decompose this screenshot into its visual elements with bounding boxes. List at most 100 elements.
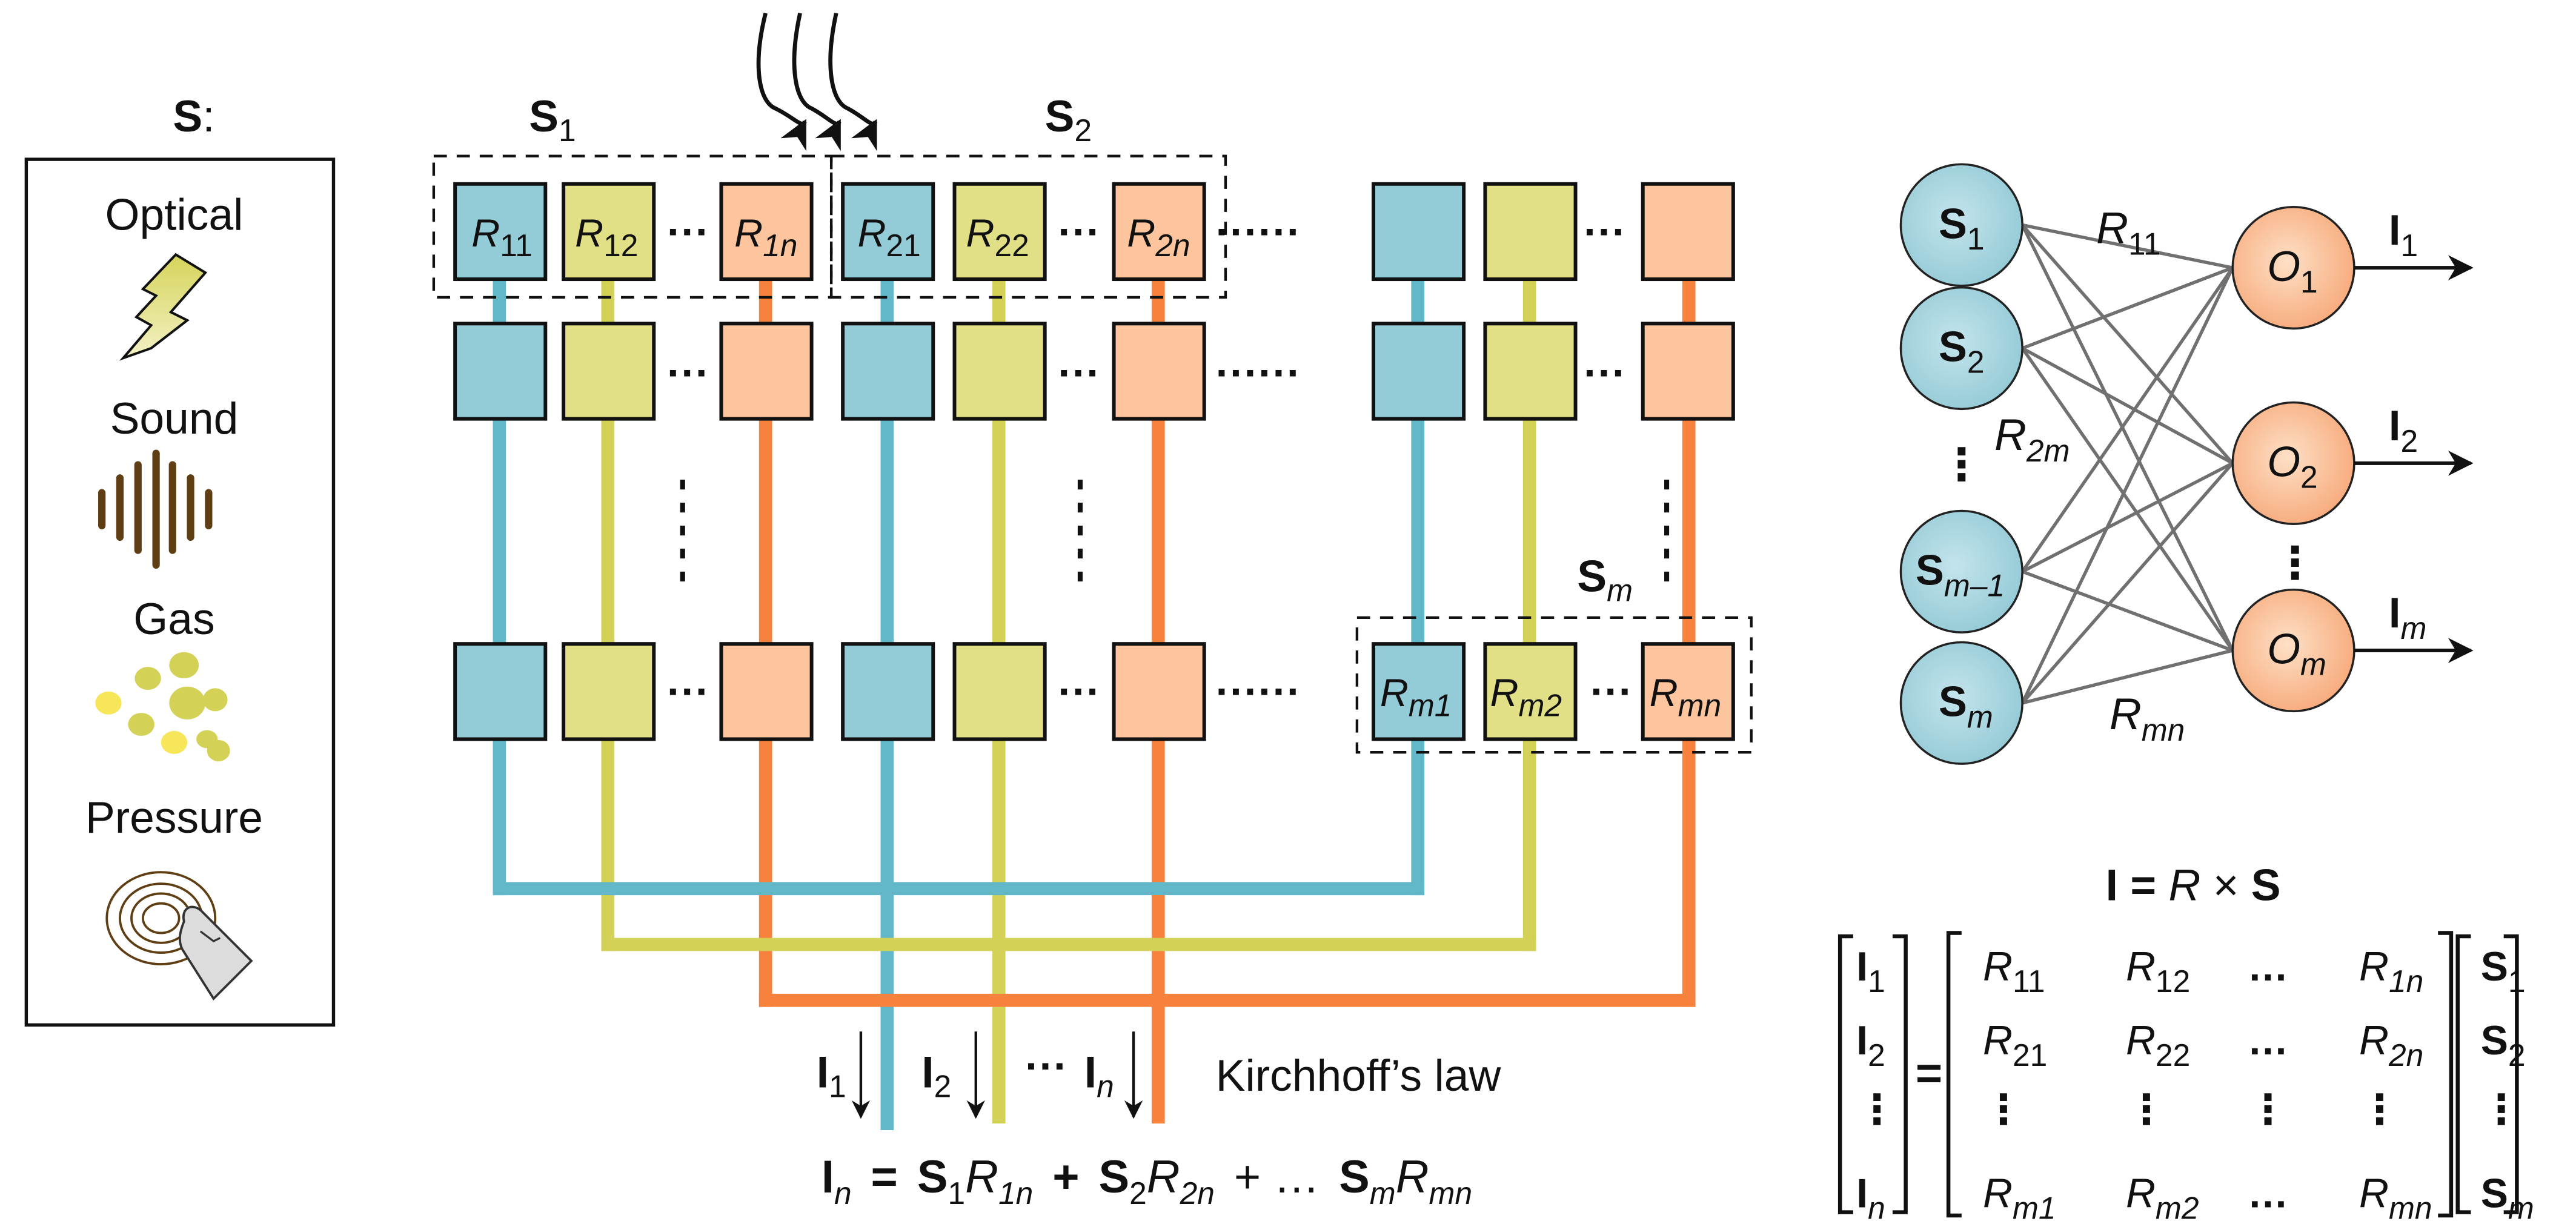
memristor-cell xyxy=(1112,182,1206,282)
input-node: S1 xyxy=(1899,163,2023,287)
cell-label-r1n: R1n xyxy=(734,211,797,263)
stimulus-label-sound: Sound xyxy=(110,394,239,443)
matrix-bracket xyxy=(2455,934,2471,1214)
input-node-label: S2 xyxy=(1939,323,1985,380)
matrix-entry: R2n xyxy=(2359,1018,2423,1073)
weight-connection xyxy=(2021,223,2234,465)
matrix-bracket xyxy=(1946,931,1962,1218)
matrix-entry: ⋮ xyxy=(1983,1087,2024,1133)
cell-label-rm2: Rm2 xyxy=(1490,670,1562,723)
ellipsis: ··· xyxy=(1058,208,1100,256)
memristor-cell xyxy=(1483,182,1578,282)
matrix-bracket xyxy=(1837,934,1853,1214)
cell-label-rm1: Rm1 xyxy=(1380,670,1452,723)
weight-label-rmn: Rmn xyxy=(2110,689,2185,747)
matrix-entry: S2 xyxy=(2481,1018,2526,1073)
matrix-bracket xyxy=(1892,934,1908,1214)
memristor-cell xyxy=(841,642,935,741)
memristor-cell xyxy=(1372,322,1466,421)
weight-connection xyxy=(2020,224,2234,652)
input-node-circle xyxy=(1899,163,2023,287)
weight-label-r2m: R2m xyxy=(1994,410,2070,468)
matrix-entry: Rm1 xyxy=(1983,1171,2056,1225)
memristor-cell xyxy=(453,182,548,282)
matrix-entry: ⋮ xyxy=(2359,1087,2400,1133)
weight-connection xyxy=(2021,346,2234,465)
ellipsis: ··· xyxy=(1058,349,1100,397)
output-node-label: Om xyxy=(2267,625,2326,682)
input-node-circle xyxy=(1899,509,2023,633)
weight-connection xyxy=(2022,223,2233,270)
output-current-label: I1 xyxy=(2389,206,2418,263)
memristor-cell xyxy=(719,322,814,421)
crossbar-cells xyxy=(453,182,1735,741)
matrix-entry: ⋮ xyxy=(2248,1087,2289,1133)
weight-connection xyxy=(2020,347,2234,652)
matrix-entry: Sm xyxy=(2481,1171,2534,1225)
output-vdots: ⋮ xyxy=(2273,538,2317,588)
matrix-entry: ⋮ xyxy=(2126,1087,2167,1133)
pressure-touch-icon xyxy=(105,871,253,1001)
output-current-label: Im xyxy=(2389,589,2427,646)
memristor-cell xyxy=(1372,642,1466,741)
stimulus-arrow-icon xyxy=(756,12,807,151)
bus-blue xyxy=(493,882,1425,896)
weight-connection xyxy=(2021,461,2234,574)
input-node-label: S1 xyxy=(1939,199,1985,256)
matrix-entry: S1 xyxy=(2481,944,2526,999)
ellipsis: ······ xyxy=(1216,349,1301,397)
weight-connection xyxy=(2021,462,2234,704)
cell-label-r22: R22 xyxy=(966,211,1029,263)
output-node: O1 I1 xyxy=(2231,205,2474,330)
matrix-entry: … xyxy=(2248,1018,2289,1063)
bus-orange xyxy=(759,993,1696,1007)
matrix-entry: R12 xyxy=(2126,944,2190,999)
matrix-entry: R22 xyxy=(2126,1018,2190,1073)
input-node-circle xyxy=(1899,641,2023,765)
input-node-label: Sm xyxy=(1939,678,1993,735)
matrix-entry: R1n xyxy=(2359,944,2423,999)
matrix-entry: … xyxy=(2248,944,2289,990)
current-label-in: In xyxy=(1084,1047,1114,1103)
cell-labels: R11 R12 R1n R21 R22 R2n Rm1 Rm2 Rmn xyxy=(471,211,1721,723)
memristor-cell xyxy=(1112,642,1206,741)
weight-connection xyxy=(2022,570,2234,652)
memristor-cell xyxy=(1483,322,1578,421)
output-current-label: I2 xyxy=(2389,402,2418,458)
output-node-label: O1 xyxy=(2267,242,2317,299)
input-node-circle xyxy=(1899,286,2023,411)
weight-label-r11: R11 xyxy=(2096,203,2160,261)
current-label-i2: I2 xyxy=(921,1047,951,1103)
input-vdots: ⋮ xyxy=(1939,440,1983,489)
lightning-icon xyxy=(119,253,208,361)
weight-connection xyxy=(2020,266,2234,573)
memristor-cell xyxy=(952,322,1047,421)
stimulus-label-optical: Optical xyxy=(105,190,244,240)
stimuli-box xyxy=(24,157,336,1027)
kirchhoff-law-label: Kirchhoff’s law xyxy=(1216,1051,1502,1100)
cell-label-r12: R12 xyxy=(575,211,638,263)
memristor-cell xyxy=(1372,182,1466,282)
ellipsis: ······ xyxy=(1216,208,1301,256)
ellipsis: ··· xyxy=(667,667,709,715)
memristor-cell xyxy=(562,182,656,282)
input-node: S2 xyxy=(1899,286,2023,411)
matrix-entry: R21 xyxy=(1983,1018,2047,1073)
ellipsis: ··· xyxy=(667,349,709,397)
ellipsis: ······ xyxy=(1216,667,1301,715)
memristor-cell xyxy=(1483,642,1578,741)
ellipsis: ··· xyxy=(1590,667,1633,715)
memristor-cell xyxy=(1641,642,1735,741)
matrix-entry: ⋮ xyxy=(2481,1087,2522,1133)
gas-molecules-icon xyxy=(95,652,230,762)
memristor-cell xyxy=(562,322,656,421)
stimulus-arrow-icon xyxy=(792,12,842,151)
sound-wave-icon xyxy=(98,449,213,569)
cell-label-rmn: Rmn xyxy=(1650,670,1722,723)
